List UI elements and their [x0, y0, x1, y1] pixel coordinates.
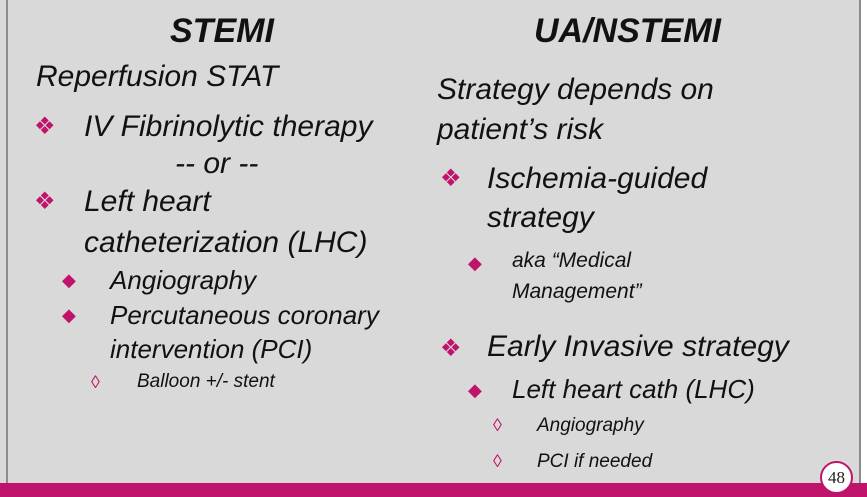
four-diamond-bullet-icon: ❖ — [440, 165, 462, 192]
filled-diamond-bullet-icon: ◆ — [62, 270, 76, 290]
slide-right-border — [859, 0, 861, 483]
left-column-title: STEMI — [170, 12, 274, 50]
right-item-left-heart-cath: Left heart cath (LHC) — [512, 374, 755, 404]
right-item-angiography: Angiography — [537, 415, 644, 436]
slide-background — [0, 0, 861, 483]
outline-diamond-bullet-icon: ◊ — [91, 372, 100, 392]
left-item-pci-line2: intervention (PCI) — [110, 334, 313, 364]
right-item-aka-line2: Management” — [512, 280, 642, 303]
outline-diamond-bullet-icon: ◊ — [493, 415, 502, 435]
page-number-badge: 48 — [820, 461, 853, 494]
right-item-aka-line1: aka “Medical — [512, 249, 632, 272]
right-column-title: UA/NSTEMI — [534, 12, 721, 50]
right-intro-line1: Strategy depends on — [437, 73, 714, 106]
left-subtitle: Reperfusion STAT — [36, 60, 279, 93]
right-intro-line2: patient’s risk — [437, 113, 604, 146]
filled-diamond-bullet-icon: ◆ — [62, 305, 76, 325]
left-item-lhc-line1: Left heart — [84, 185, 211, 218]
left-item-angiography: Angiography — [110, 265, 256, 295]
outline-diamond-bullet-icon: ◊ — [493, 451, 502, 471]
left-item-or: -- or -- — [175, 147, 259, 180]
four-diamond-bullet-icon: ❖ — [440, 335, 462, 362]
left-item-fibrinolytic: IV Fibrinolytic therapy — [84, 110, 373, 143]
right-item-early-invasive: Early Invasive strategy — [487, 330, 789, 363]
right-item-pci-if-needed: PCI if needed — [537, 451, 653, 472]
four-diamond-bullet-icon: ❖ — [34, 113, 56, 140]
right-item-ischemia-line2: strategy — [487, 201, 594, 234]
left-item-pci-line1: Percutaneous coronary — [110, 300, 379, 330]
four-diamond-bullet-icon: ❖ — [34, 188, 56, 215]
filled-diamond-bullet-icon: ◆ — [468, 253, 482, 273]
bottom-accent-bar — [0, 483, 867, 497]
page-number: 48 — [828, 467, 845, 487]
left-item-lhc-line2: catheterization (LHC) — [84, 226, 368, 259]
right-item-ischemia-line1: Ischemia-guided — [487, 162, 708, 195]
filled-diamond-bullet-icon: ◆ — [468, 380, 482, 400]
left-item-balloon: Balloon +/- stent — [137, 371, 275, 392]
slide-left-border — [6, 0, 8, 483]
